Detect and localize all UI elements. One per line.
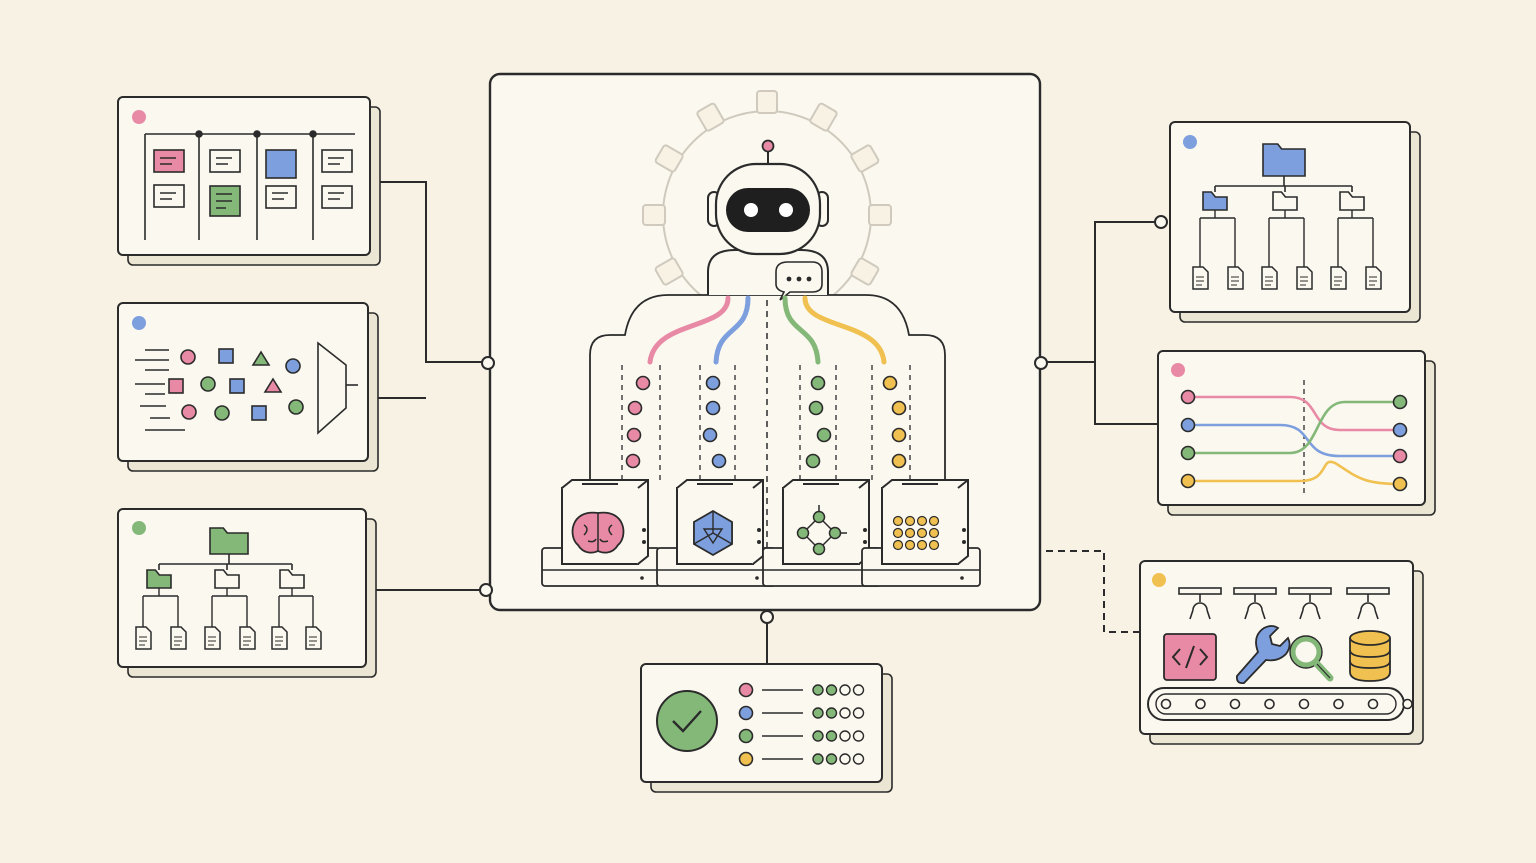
left-card-shape-funnel [117,302,379,472]
central-panel [488,72,1042,612]
folder-tree-icon [135,527,322,650]
right-card-folder-tree [1169,121,1421,323]
folder-tree-icon [1192,143,1382,290]
accent-dot [1171,363,1185,377]
polyhedron-icon [693,509,733,557]
checkmark-icon [656,690,718,752]
port-right-card [1154,215,1168,229]
connector-left-top [378,181,488,363]
robot-icon [707,139,829,295]
accent-dot [1183,135,1197,149]
stream-dot [810,375,826,391]
left-card-kanban [117,96,381,266]
shape-funnel-icon [135,341,358,435]
right-card-routing [1157,350,1436,516]
module-graph-network-icon [762,479,882,587]
brain-icon [571,511,625,554]
stream-dot [816,427,832,443]
stream-dot [808,400,824,416]
connector-right-bottom [1046,550,1140,633]
checklist-rows [738,682,865,767]
checklist-row [738,751,865,767]
kanban-board-icon [144,130,355,240]
accent-dot [1152,573,1166,587]
stream-dot [625,453,641,469]
accent-dot [132,316,146,330]
port-left-top [481,356,495,370]
accent-dot [132,521,146,535]
connector-ports [479,215,1168,624]
conveyor-belt [1147,687,1413,721]
connector-right-top [1040,221,1160,363]
stream-dot [805,453,821,469]
stream-dot [705,375,721,391]
stream-blue [713,295,751,365]
checklist-row [738,705,865,721]
connector-right-middle [1094,362,1160,425]
stream-green [782,295,821,365]
stream-dot [626,427,642,443]
port-left-bottom [479,583,493,597]
port-right [1034,356,1048,370]
graph-network-icon [796,505,847,556]
magnifier-icon [1289,635,1334,682]
accent-dot [132,110,146,124]
stream-yellow [802,295,887,365]
processing-modules [541,479,981,587]
routing-lines-icon [1180,380,1408,495]
chat-bubble-icon [775,261,823,301]
dot-grid-icon [892,515,940,551]
stream-dots [625,375,907,469]
module-dot-grid-icon [861,479,981,587]
database-icon [1349,630,1391,682]
robotic-claws [1178,587,1390,620]
port-bottom [760,610,774,624]
right-card-tool-conveyor [1139,560,1424,745]
wrench-icon [1235,625,1291,685]
left-card-folder-tree [117,508,377,678]
data-streams [647,295,887,365]
stream-dot [711,453,727,469]
stream-pink [647,295,731,365]
stream-dot [627,400,643,416]
stream-dot [891,400,907,416]
stream-dot [635,375,651,391]
stream-dot [702,427,718,443]
stream-dot [705,400,721,416]
code-icon [1163,633,1217,681]
stream-dot [891,453,907,469]
bottom-card-checklist [640,663,893,793]
stream-dot [891,427,907,443]
stream-dot [882,375,898,391]
checklist-row [738,682,865,698]
module-polyhedron-icon [656,479,776,587]
connectors [374,181,1160,664]
checklist-row [738,728,865,744]
